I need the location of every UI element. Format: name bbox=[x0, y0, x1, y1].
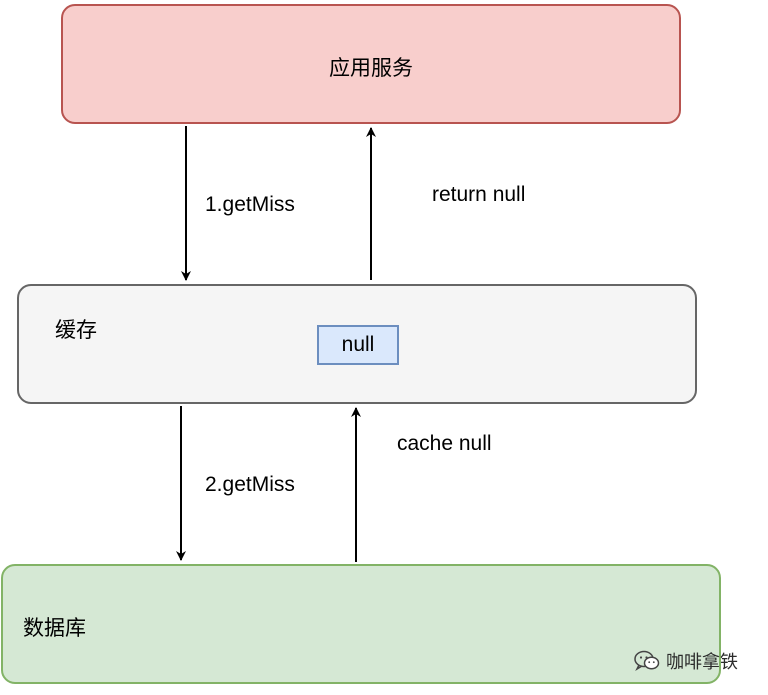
app-service-node: 应用服务 bbox=[61, 4, 681, 124]
edge-label-cache-null: cache null bbox=[397, 432, 492, 455]
watermark: 咖啡拿铁 bbox=[634, 648, 738, 674]
edge-label-get-miss-1: 1.getMiss bbox=[205, 193, 295, 216]
watermark-text: 咖啡拿铁 bbox=[666, 652, 738, 673]
wechat-icon bbox=[634, 650, 660, 671]
edge-label-get-miss-2: 2.getMiss bbox=[205, 473, 295, 496]
app-service-label: 应用服务 bbox=[329, 56, 413, 80]
cache-null-value: null bbox=[317, 325, 399, 365]
database-node: 数据库 bbox=[1, 564, 721, 684]
database-label: 数据库 bbox=[23, 616, 86, 640]
cache-node: 缓存 null bbox=[17, 284, 697, 404]
edge-label-return-null: return null bbox=[432, 183, 526, 206]
cache-label: 缓存 bbox=[55, 318, 97, 342]
